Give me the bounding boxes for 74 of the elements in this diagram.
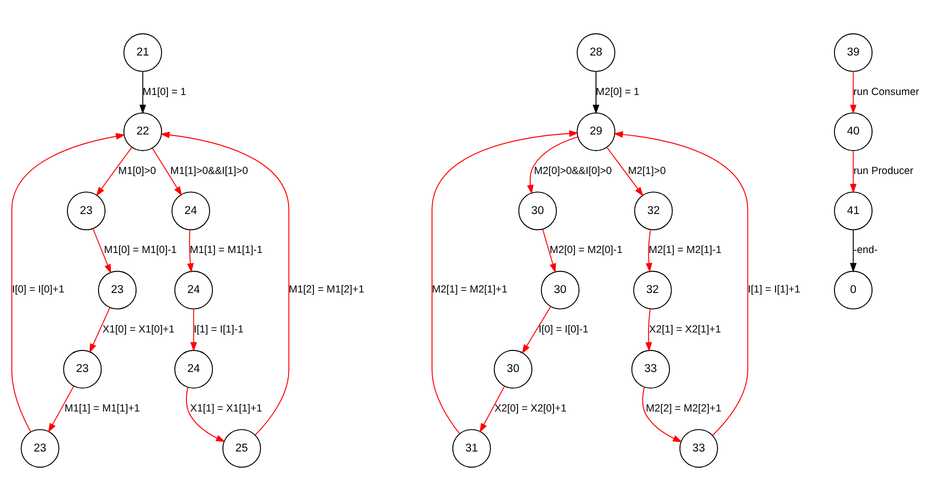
edge-label: -end- (853, 244, 878, 256)
edge-label: M2[1]>0 (628, 165, 666, 176)
node-circle: 21 (123, 32, 162, 72)
arrow (160, 131, 290, 435)
node-circle: 32 (633, 270, 672, 309)
node-circle: 41 (834, 191, 873, 230)
edge-label: M1[1]>0&&I[1]>0 (170, 165, 248, 176)
edge-label: M2[0]>0&&I[0]>0 (534, 165, 612, 176)
arrow (542, 228, 556, 273)
node-circle: 24 (174, 349, 213, 388)
arrow (139, 70, 146, 114)
node-circle: 25 (222, 428, 262, 468)
edge-label: M1[2] = M1[2]+1 (288, 284, 364, 296)
arrow (186, 386, 226, 442)
arrow (92, 228, 112, 274)
arrow (850, 150, 857, 193)
edge-label: I[1] = I[1]+1 (748, 284, 800, 296)
edge-label: X1[0] = X1[0]+1 (102, 324, 175, 335)
node-circle: 40 (834, 112, 873, 151)
edge-label: I[0] = I[0]+1 (12, 284, 64, 296)
arrow (152, 147, 182, 196)
node-circle: 33 (631, 349, 670, 388)
arrow (11, 132, 126, 432)
edge-label: M2[0] = 1 (596, 86, 640, 98)
arrow (527, 136, 578, 194)
arrow (89, 306, 110, 353)
edge-label: M2[2] = M2[2]+1 (646, 402, 722, 414)
arrow (592, 70, 600, 114)
edge-label: M1[1] = M1[1]-1 (190, 244, 263, 256)
node-circle: 30 (518, 191, 557, 230)
edge-label: I[1] = I[1]-1 (194, 324, 244, 335)
node-circle: 23 (66, 191, 106, 230)
edge-label: X1[1] = X1[1]+1 (190, 402, 262, 414)
edge-label: M1[0]>0 (118, 165, 156, 176)
node-circle: 22 (123, 112, 162, 151)
edge-label: M1[0] = 1 (142, 86, 186, 98)
edge-label: I[0] = I[0]-1 (538, 324, 588, 335)
node-circle: 24 (174, 270, 213, 309)
node-circle: 31 (452, 428, 491, 468)
arrow (432, 130, 579, 434)
edge-label: run Consumer (853, 86, 920, 98)
node-circle: 0 (834, 270, 873, 309)
node-circle: 23 (20, 428, 60, 468)
arrow (850, 228, 857, 272)
node-circle: 24 (172, 191, 210, 230)
edge-label: X2[1] = X2[1]+1 (649, 324, 722, 335)
arrow (645, 308, 652, 352)
node-circle: 28 (576, 32, 616, 72)
node-circle: 33 (679, 428, 718, 468)
arrow (522, 306, 552, 354)
node-circle: 32 (634, 191, 673, 230)
node-circle: 30 (494, 349, 532, 388)
arrow (614, 130, 748, 436)
arrow (480, 385, 505, 432)
node-circle: 30 (540, 270, 580, 309)
arrow (606, 146, 644, 196)
edge-label: X2[0] = X2[0]+1 (494, 402, 567, 414)
arrow (646, 228, 652, 272)
node-circle: 23 (63, 349, 102, 388)
arrow (850, 70, 857, 114)
edge-label: run Producer (853, 165, 914, 176)
arrow (190, 308, 197, 352)
node-circle: 23 (98, 270, 137, 309)
node-circle: 29 (576, 112, 616, 151)
edge-label: M1[1] = M1[1]+1 (64, 402, 140, 414)
arrow (48, 385, 74, 432)
edge-label: M2[1] = M2[1]-1 (648, 244, 722, 256)
arrow (96, 146, 132, 196)
edge-label: M2[1] = M2[1]+1 (432, 284, 508, 296)
arrow (187, 229, 194, 272)
edge-label: M1[0] = M1[0]-1 (104, 244, 177, 256)
node-circle: 39 (834, 32, 873, 72)
arrow (642, 386, 682, 442)
edge-label: M2[0] = M2[0]-1 (550, 244, 623, 256)
